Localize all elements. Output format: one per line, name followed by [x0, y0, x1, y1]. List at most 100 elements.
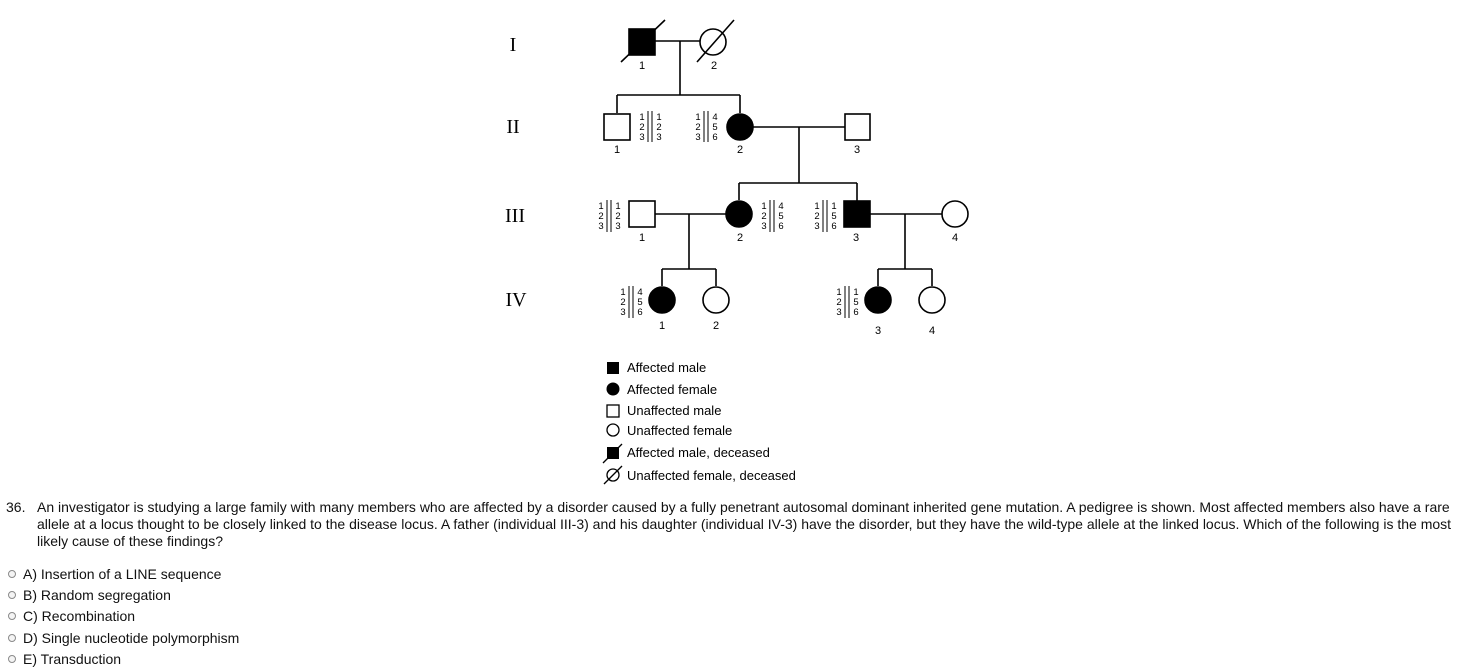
individual-iii-2: 2 1 2 3 4 5 6	[725, 200, 784, 244]
unaffected-female-icon	[606, 423, 620, 437]
haplotype-bars	[822, 200, 828, 232]
haplotype-allele: 4	[712, 112, 717, 123]
legend-label: Affected female	[627, 382, 717, 397]
individual-number: 2	[713, 320, 719, 332]
answer-label-b: B) Random segregation	[23, 587, 171, 604]
haplotype-bars	[647, 111, 653, 142]
haplotype-allele: 1	[761, 201, 766, 212]
affected-male-icon	[607, 362, 619, 374]
haplotype-allele: 2	[598, 211, 603, 222]
haplotype-allele: 5	[831, 211, 836, 222]
legend-item: Unaffected male	[606, 403, 721, 418]
haplotype-allele: 3	[620, 307, 625, 318]
individual-ii-3: 3	[844, 113, 871, 156]
haplotype-allele: 6	[712, 132, 717, 143]
individual-number: 3	[875, 325, 881, 337]
individual-iii-3: 3 1 2 3 1 5 6	[814, 200, 871, 244]
legend-item: Unaffected female, deceased	[603, 465, 796, 485]
individual-i-1: 1	[620, 19, 666, 72]
haplotype-allele: 6	[853, 307, 858, 318]
haplotype-bars	[844, 286, 850, 318]
haplotype-allele: 2	[814, 211, 819, 222]
haplotype-allele: 2	[615, 211, 620, 222]
haplotype-allele: 2	[620, 297, 625, 308]
answer-options: A) Insertion of a LINE sequence B) Rando…	[8, 563, 239, 670]
haplotype-allele: 1	[836, 287, 841, 298]
haplotype-allele: 1	[639, 112, 644, 123]
haplotype-allele: 6	[778, 221, 783, 232]
haplotype-allele: 2	[656, 122, 661, 133]
haplotype-bars	[606, 200, 612, 232]
answer-option-e[interactable]: E) Transduction	[8, 649, 239, 670]
haplotype-bars	[628, 286, 634, 318]
question-number: 36.	[6, 499, 26, 515]
haplotype-allele: 2	[836, 297, 841, 308]
legend-item: Unaffected female	[606, 423, 732, 438]
haplotype-allele: 4	[637, 287, 642, 298]
haplotype-allele: 1	[598, 201, 603, 212]
individual-number: 1	[639, 60, 645, 72]
individual-number: 4	[929, 325, 935, 337]
haplotype-bars	[769, 200, 775, 232]
individual-i-2: 2	[696, 19, 735, 72]
affected-male-deceased-icon	[602, 443, 623, 464]
haplotype-allele: 6	[831, 221, 836, 232]
haplotype-allele: 3	[598, 221, 603, 232]
answer-option-a[interactable]: A) Insertion of a LINE sequence	[8, 563, 239, 584]
individual-number: 2	[711, 60, 717, 72]
unaffected-male-icon	[606, 404, 620, 418]
individual-number: 3	[853, 232, 859, 244]
individual-iv-3: 3 1 2 3 1 5 6	[836, 286, 892, 337]
legend-item: Affected female	[606, 382, 717, 397]
individual-iv-4: 4	[918, 286, 946, 337]
individual-number: 1	[659, 320, 665, 332]
unaffected-female-deceased-icon	[603, 465, 623, 485]
question-stem: 36. An investigator is studying a large …	[6, 499, 1471, 550]
haplotype-allele: 1	[831, 201, 836, 212]
haplotype-allele: 1	[615, 201, 620, 212]
legend-label: Affected male	[627, 360, 706, 375]
answer-label-e: E) Transduction	[23, 651, 122, 668]
radio-button-d[interactable]	[8, 633, 16, 642]
individual-number: 4	[952, 232, 958, 244]
haplotype-allele: 1	[656, 112, 661, 123]
radio-button-e[interactable]	[8, 655, 16, 664]
legend-label: Unaffected male	[627, 403, 721, 418]
answer-option-c[interactable]: C) Recombination	[8, 606, 239, 627]
radio-button-b[interactable]	[8, 591, 16, 600]
individual-number: 2	[737, 232, 743, 244]
pedigree-diagram: I II III IV 1 2 1 1 2 3 1 2 3 2 1	[505, 19, 969, 485]
haplotype-allele: 2	[761, 211, 766, 222]
answer-label-c: C) Recombination	[23, 608, 136, 625]
radio-button-c[interactable]	[8, 612, 16, 621]
haplotype-bars	[703, 111, 709, 142]
individual-iv-1: 1 1 2 3 4 5 6	[620, 286, 676, 332]
haplotype-allele: 5	[853, 297, 858, 308]
affected-female-icon	[606, 382, 620, 396]
individual-ii-1: 1 1 2 3 1 2 3	[603, 111, 662, 156]
answer-option-d[interactable]: D) Single nucleotide polymorphism	[8, 627, 239, 648]
haplotype-allele: 3	[695, 132, 700, 143]
legend-item: Affected male	[607, 360, 706, 375]
legend-item: Affected male, deceased	[602, 443, 770, 464]
haplotype-allele: 3	[836, 307, 841, 318]
haplotype-allele: 3	[639, 132, 644, 143]
haplotype-allele: 2	[695, 122, 700, 133]
haplotype-allele: 3	[615, 221, 620, 232]
individual-number: 1	[614, 144, 620, 156]
individual-number: 1	[639, 232, 645, 244]
question-text: An investigator is studying a large fami…	[37, 499, 1452, 549]
answer-label-d: D) Single nucleotide polymorphism	[23, 629, 240, 646]
legend-label: Affected male, deceased	[627, 445, 770, 460]
haplotype-allele: 5	[712, 122, 717, 133]
individual-number: 3	[854, 144, 860, 156]
radio-button-a[interactable]	[8, 569, 16, 578]
legend-label: Unaffected female, deceased	[627, 468, 796, 483]
answer-option-b[interactable]: B) Random segregation	[8, 584, 239, 605]
haplotype-allele: 1	[620, 287, 625, 298]
generation-label-iii: III	[505, 205, 525, 227]
haplotype-allele: 1	[853, 287, 858, 298]
individual-ii-2: 2 1 2 3 4 5 6	[695, 111, 754, 156]
haplotype-allele: 1	[814, 201, 819, 212]
haplotype-allele: 6	[637, 307, 642, 318]
